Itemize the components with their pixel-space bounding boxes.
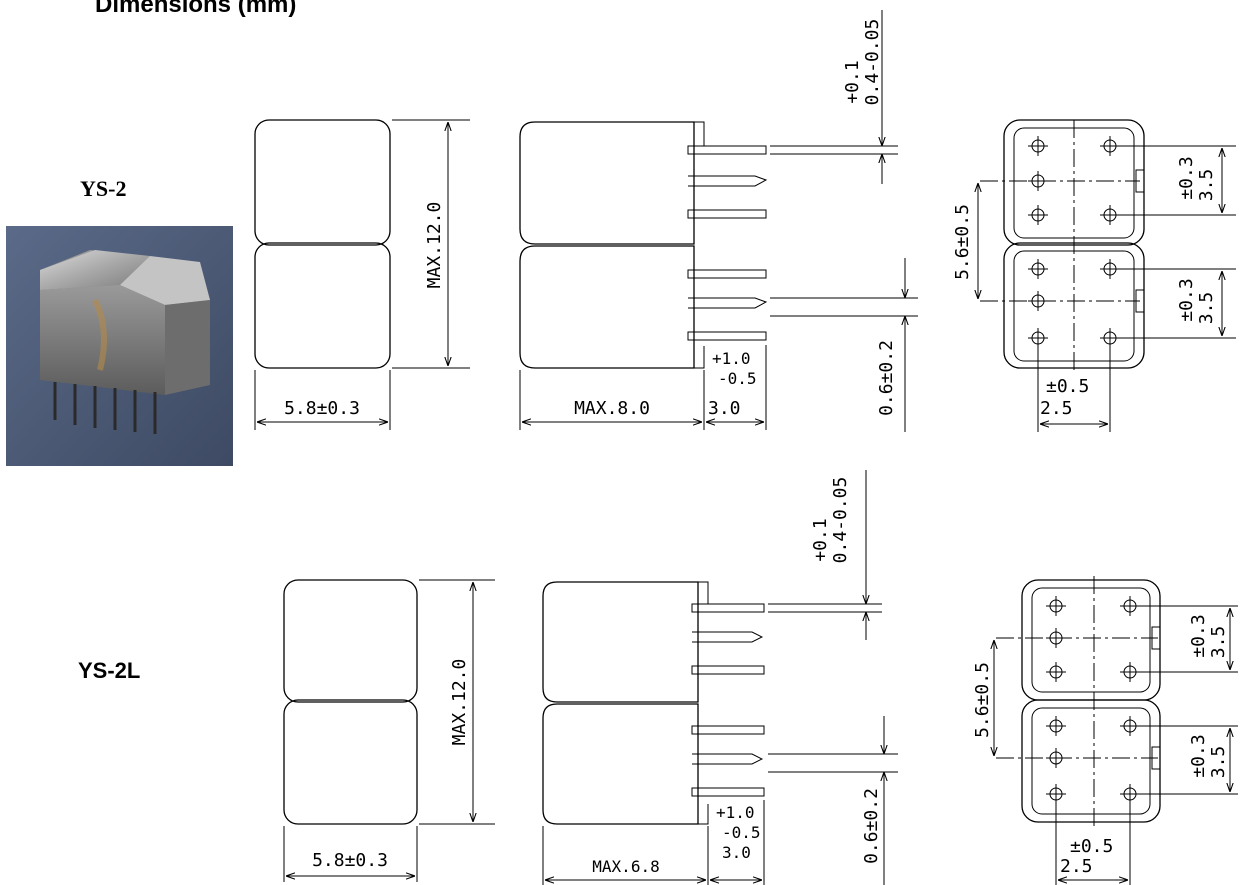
ys-2l-thickness-tol: +0.1 bbox=[810, 518, 831, 561]
ys-2l-col-pitch-tol: ±0.5 bbox=[1070, 836, 1113, 857]
ys-2-pin-pitch-tol-lower: ±0.3 bbox=[1176, 278, 1197, 321]
product-photo bbox=[6, 226, 233, 466]
ys-2-thickness-label: 0.4-0.05 bbox=[862, 19, 883, 106]
ys-2l-height-label: MAX.12.0 bbox=[449, 659, 470, 746]
ys-2l-col-pitch-label: 2.5 bbox=[1060, 856, 1093, 877]
ys-2-height-label: MAX.12.0 bbox=[424, 202, 445, 289]
ys-2-depth-label: MAX.8.0 bbox=[574, 398, 650, 419]
ys-2-width-label: 5.8±0.3 bbox=[284, 398, 360, 419]
ys-2l-row-pitch-label: 5.6±0.5 bbox=[972, 662, 993, 738]
ys-2-pin-width-label: 0.6±0.2 bbox=[876, 340, 897, 416]
ys-2-pin-pitch-tol-upper: ±0.3 bbox=[1176, 156, 1197, 199]
ys-2l-pin-tol-upper: +1.0 bbox=[716, 803, 755, 822]
ys-2-front-view: MAX.12.0 5.8±0.3 bbox=[254, 119, 470, 430]
ys-2-row-pitch-label: 5.6±0.5 bbox=[952, 204, 973, 280]
ys-2l-pin-tol-lower: -0.5 bbox=[722, 823, 761, 842]
ys-2-pin-pitch-upper: 3.5 bbox=[1196, 169, 1217, 202]
ys-2l-side-view: MAX.6.8 +1.0 -0.5 3.0 +0.1 0.4-0.05 0.6±… bbox=[542, 470, 898, 885]
ys-2l-pin-width-label: 0.6±0.2 bbox=[861, 788, 882, 864]
ys-2-pin-length-label: 3.0 bbox=[708, 398, 741, 419]
ys-2-pin-tol-upper: +1.0 bbox=[712, 349, 751, 368]
model-label-ys-2: YS-2 bbox=[80, 176, 126, 201]
ys-2l-width-label: 5.8±0.3 bbox=[312, 850, 388, 871]
ys-2l-pin-pitch-upper: 3.5 bbox=[1208, 626, 1229, 659]
ys-2l-pin-pitch-tol-upper: ±0.3 bbox=[1188, 614, 1209, 657]
ys-2l-pin-pitch-tol-lower: ±0.3 bbox=[1188, 734, 1209, 777]
ys-2-thickness-tol: +0.1 bbox=[842, 60, 863, 103]
ys-2-bottom-view: 5.6±0.5 ±0.3 3.5 ±0.3 3.5 ±0.5 2.5 bbox=[952, 119, 1236, 432]
ys-2-col-pitch-label: 2.5 bbox=[1040, 398, 1073, 419]
ys-2l-thickness-label: 0.4-0.05 bbox=[830, 477, 851, 564]
ys-2l-front-view: MAX.12.0 5.8±0.3 bbox=[283, 579, 495, 882]
model-label-ys-2l: YS-2L bbox=[78, 658, 140, 683]
ys-2-col-pitch-tol: ±0.5 bbox=[1046, 376, 1089, 397]
ys-2l-bottom-view: 5.6±0.5 ±0.3 3.5 ±0.3 3.5 ±0.5 2.5 bbox=[972, 576, 1238, 885]
ys-2-pin-tol-lower: -0.5 bbox=[718, 369, 757, 388]
ys-2-pin-pitch-lower: 3.5 bbox=[1196, 292, 1217, 325]
ys-2l-pin-pitch-lower: 3.5 bbox=[1208, 746, 1229, 779]
ys-2l-pin-length-label: 3.0 bbox=[722, 843, 751, 862]
ys-2-side-view: MAX.8.0 +1.0 -0.5 3.0 +0.1 0.4-0.05 0.6±… bbox=[519, 10, 918, 432]
ys-2l-depth-label: MAX.6.8 bbox=[592, 857, 659, 876]
page-title: Dimensions (mm) bbox=[95, 0, 296, 18]
